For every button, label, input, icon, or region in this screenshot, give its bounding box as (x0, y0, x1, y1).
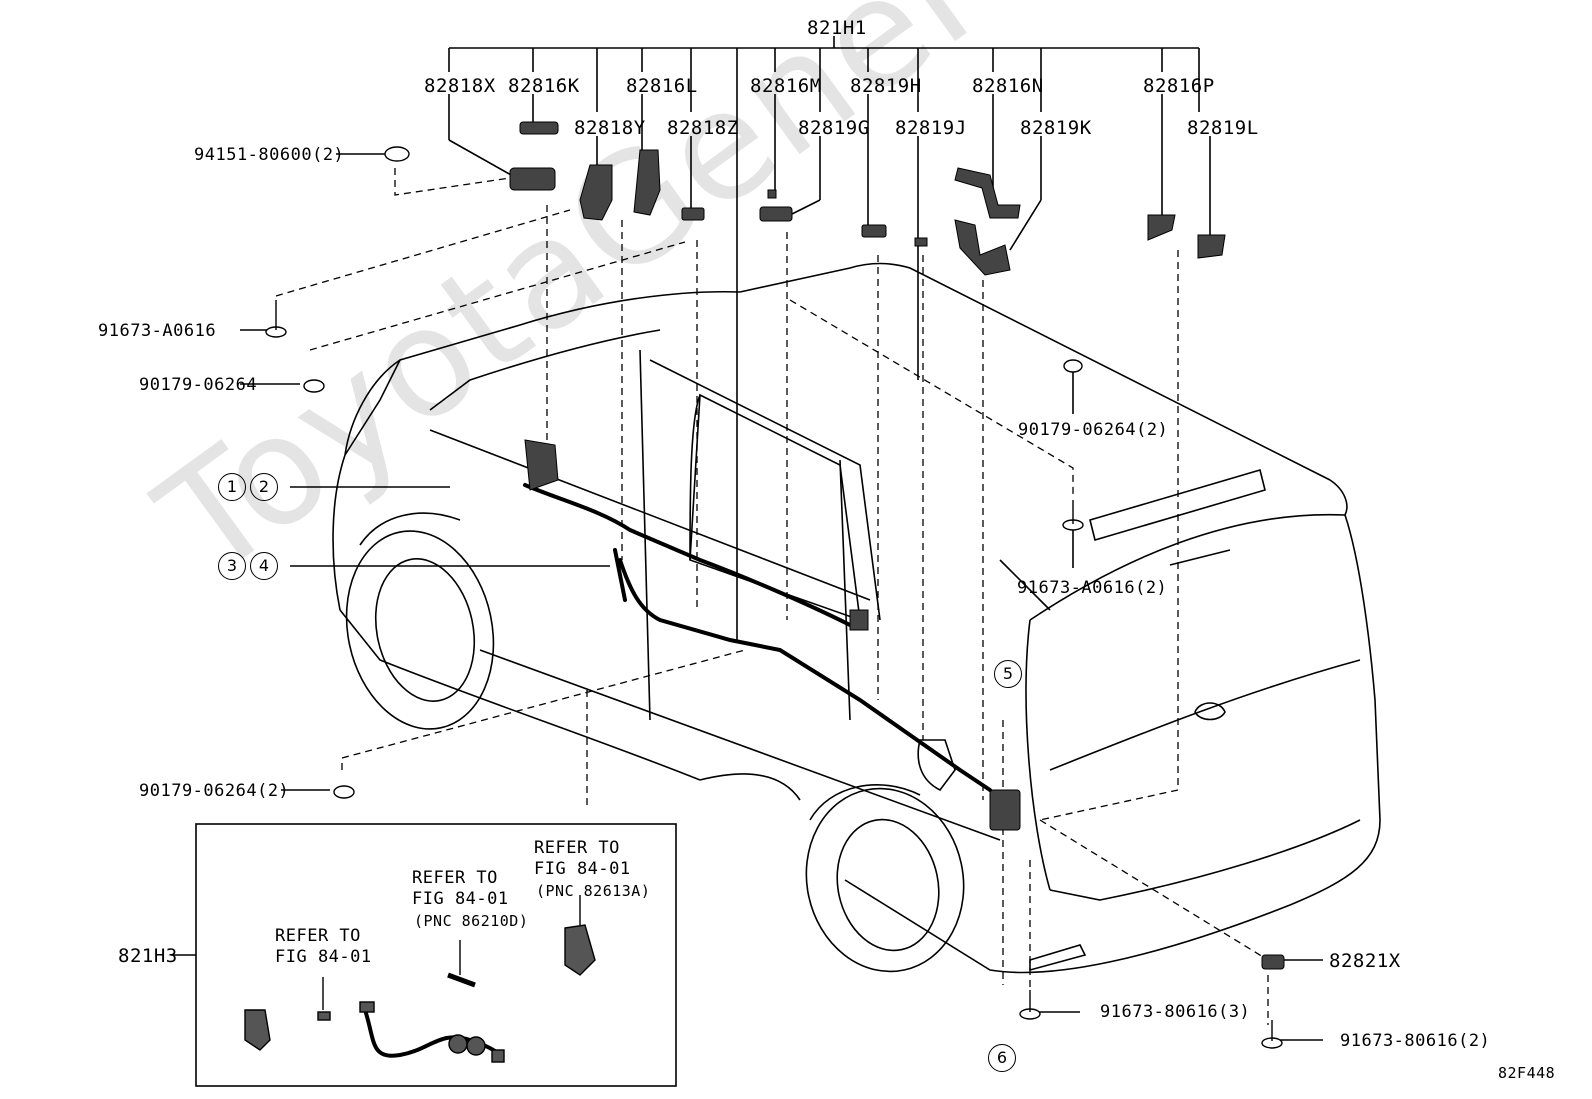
refer-text: (PNC 82613A) (536, 882, 651, 900)
callout-6: 6 (988, 1044, 1016, 1072)
refer-text: REFER TO (534, 838, 620, 858)
group-label-821H3: 821H3 (118, 945, 178, 967)
refer-text: FIG 84-01 (275, 947, 372, 967)
part-label: 82816K (508, 75, 580, 97)
fastener-label: 90179-06264 (139, 375, 258, 395)
refer-text: REFER TO (412, 868, 498, 888)
part-label: 82819G (798, 117, 870, 139)
part-label: 82819H (850, 75, 922, 97)
part-label: 82818X (424, 75, 496, 97)
part-label: 82816P (1143, 75, 1215, 97)
fastener-label: 90179-06264(2) (139, 781, 290, 801)
refer-text: REFER TO (275, 926, 361, 946)
refer-text: (PNC 86210D) (414, 912, 529, 930)
part-label: 82816L (626, 75, 698, 97)
fastener-label: 90179-06264(2) (1018, 420, 1169, 440)
fastener-label: 91673-A0616(2) (1017, 578, 1168, 598)
part-label: 82818Z (667, 117, 739, 139)
part-label: 82819J (895, 117, 967, 139)
callout-2: 2 (250, 473, 278, 501)
callout-3: 3 (218, 552, 246, 580)
refer-text: FIG 84-01 (412, 889, 509, 909)
fastener-label: 91673-80616(3) (1100, 1002, 1251, 1022)
callout-5: 5 (994, 660, 1022, 688)
refer-text: FIG 84-01 (534, 859, 631, 879)
fastener-label: 91673-80616(2) (1340, 1031, 1491, 1051)
group-label-821H1: 821H1 (807, 17, 867, 39)
part-label: 82818Y (574, 117, 646, 139)
part-label: 82819K (1020, 117, 1092, 139)
callout-4: 4 (250, 552, 278, 580)
callout-1: 1 (218, 473, 246, 501)
part-label-82821X: 82821X (1329, 950, 1401, 972)
fastener-label: 94151-80600(2) (194, 145, 345, 165)
fastener-label: 91673-A0616 (98, 321, 217, 341)
part-label: 82819L (1187, 117, 1259, 139)
part-label: 82816M (750, 75, 822, 97)
part-label: 82816N (972, 75, 1044, 97)
diagram-code: 82F448 (1498, 1064, 1556, 1082)
